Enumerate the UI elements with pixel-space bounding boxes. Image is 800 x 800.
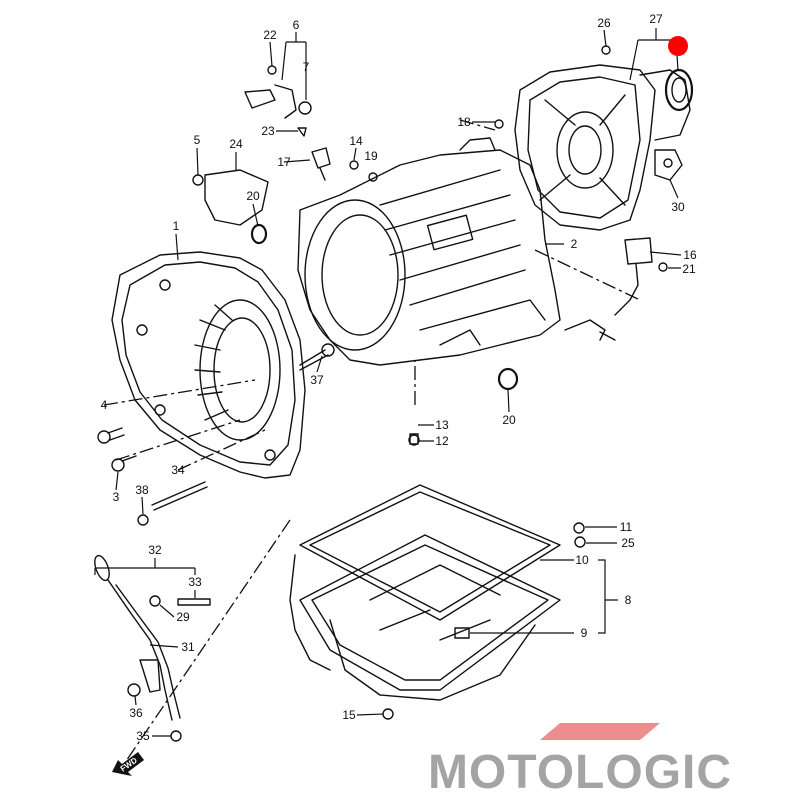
part-oil-pan (289, 484, 561, 701)
callout-12[interactable]: 12 (435, 434, 449, 448)
highlight-marker (668, 36, 688, 56)
callout-24[interactable]: 24 (229, 137, 243, 151)
part-dipstick-tube (94, 554, 211, 742)
reference-lines (103, 119, 641, 771)
callout-26[interactable]: 26 (597, 16, 611, 30)
part-extension-housing (514, 64, 694, 231)
callout-16[interactable]: 16 (683, 248, 697, 262)
callout-30[interactable]: 30 (671, 200, 685, 214)
callout-15[interactable]: 15 (342, 708, 356, 722)
callout-13[interactable]: 13 (435, 418, 449, 432)
callout-18[interactable]: 18 (457, 115, 471, 129)
callout-32[interactable]: 32 (148, 543, 162, 557)
callout-36[interactable]: 36 (129, 706, 143, 720)
callout-31[interactable]: 31 (181, 640, 195, 654)
callout-10[interactable]: 10 (575, 553, 589, 567)
callout-6[interactable]: 6 (293, 18, 300, 32)
callout-3[interactable]: 3 (113, 490, 120, 504)
callout-27[interactable]: 27 (649, 12, 663, 26)
callout-2[interactable]: 2 (571, 237, 578, 251)
callout-14[interactable]: 14 (349, 134, 363, 148)
callout-22[interactable]: 22 (263, 28, 277, 42)
callout-21[interactable]: 21 (682, 262, 696, 276)
callout-11[interactable]: 11 (620, 520, 633, 534)
callout-23[interactable]: 23 (261, 124, 275, 138)
callout-20[interactable]: 20 (246, 189, 260, 203)
watermark-text: MOTOLOGIC (428, 746, 732, 799)
leader-lines (94, 28, 682, 737)
callout-37[interactable]: 37 (310, 373, 324, 387)
callout-34[interactable]: 34 (171, 463, 185, 477)
callout-17[interactable]: 17 (277, 155, 291, 169)
callout-7[interactable]: 7 (303, 60, 310, 74)
callout-9[interactable]: 9 (581, 626, 588, 640)
watermark-logo: MOTOLOGIC (428, 723, 732, 799)
callout-1[interactable]: 1 (173, 219, 180, 233)
part-transmission-case (297, 137, 561, 366)
callout-20-seal[interactable]: 20 (502, 413, 516, 427)
callout-8[interactable]: 8 (625, 593, 632, 607)
callout-5[interactable]: 5 (194, 133, 201, 147)
callout-33[interactable]: 33 (188, 575, 202, 589)
callout-35[interactable]: 35 (136, 729, 150, 743)
fwd-arrow-icon: FWD (112, 752, 144, 776)
part-bellhousing (111, 251, 306, 479)
callout-19[interactable]: 19 (364, 149, 378, 163)
callout-4[interactable]: 4 (101, 398, 108, 412)
callout-25[interactable]: 25 (621, 536, 635, 550)
callout-38[interactable]: 38 (135, 483, 149, 497)
callout-29[interactable]: 29 (176, 610, 190, 624)
callout-labels: 6 22 7 23 5 24 14 19 17 20 1 18 26 27 30… (101, 12, 697, 743)
